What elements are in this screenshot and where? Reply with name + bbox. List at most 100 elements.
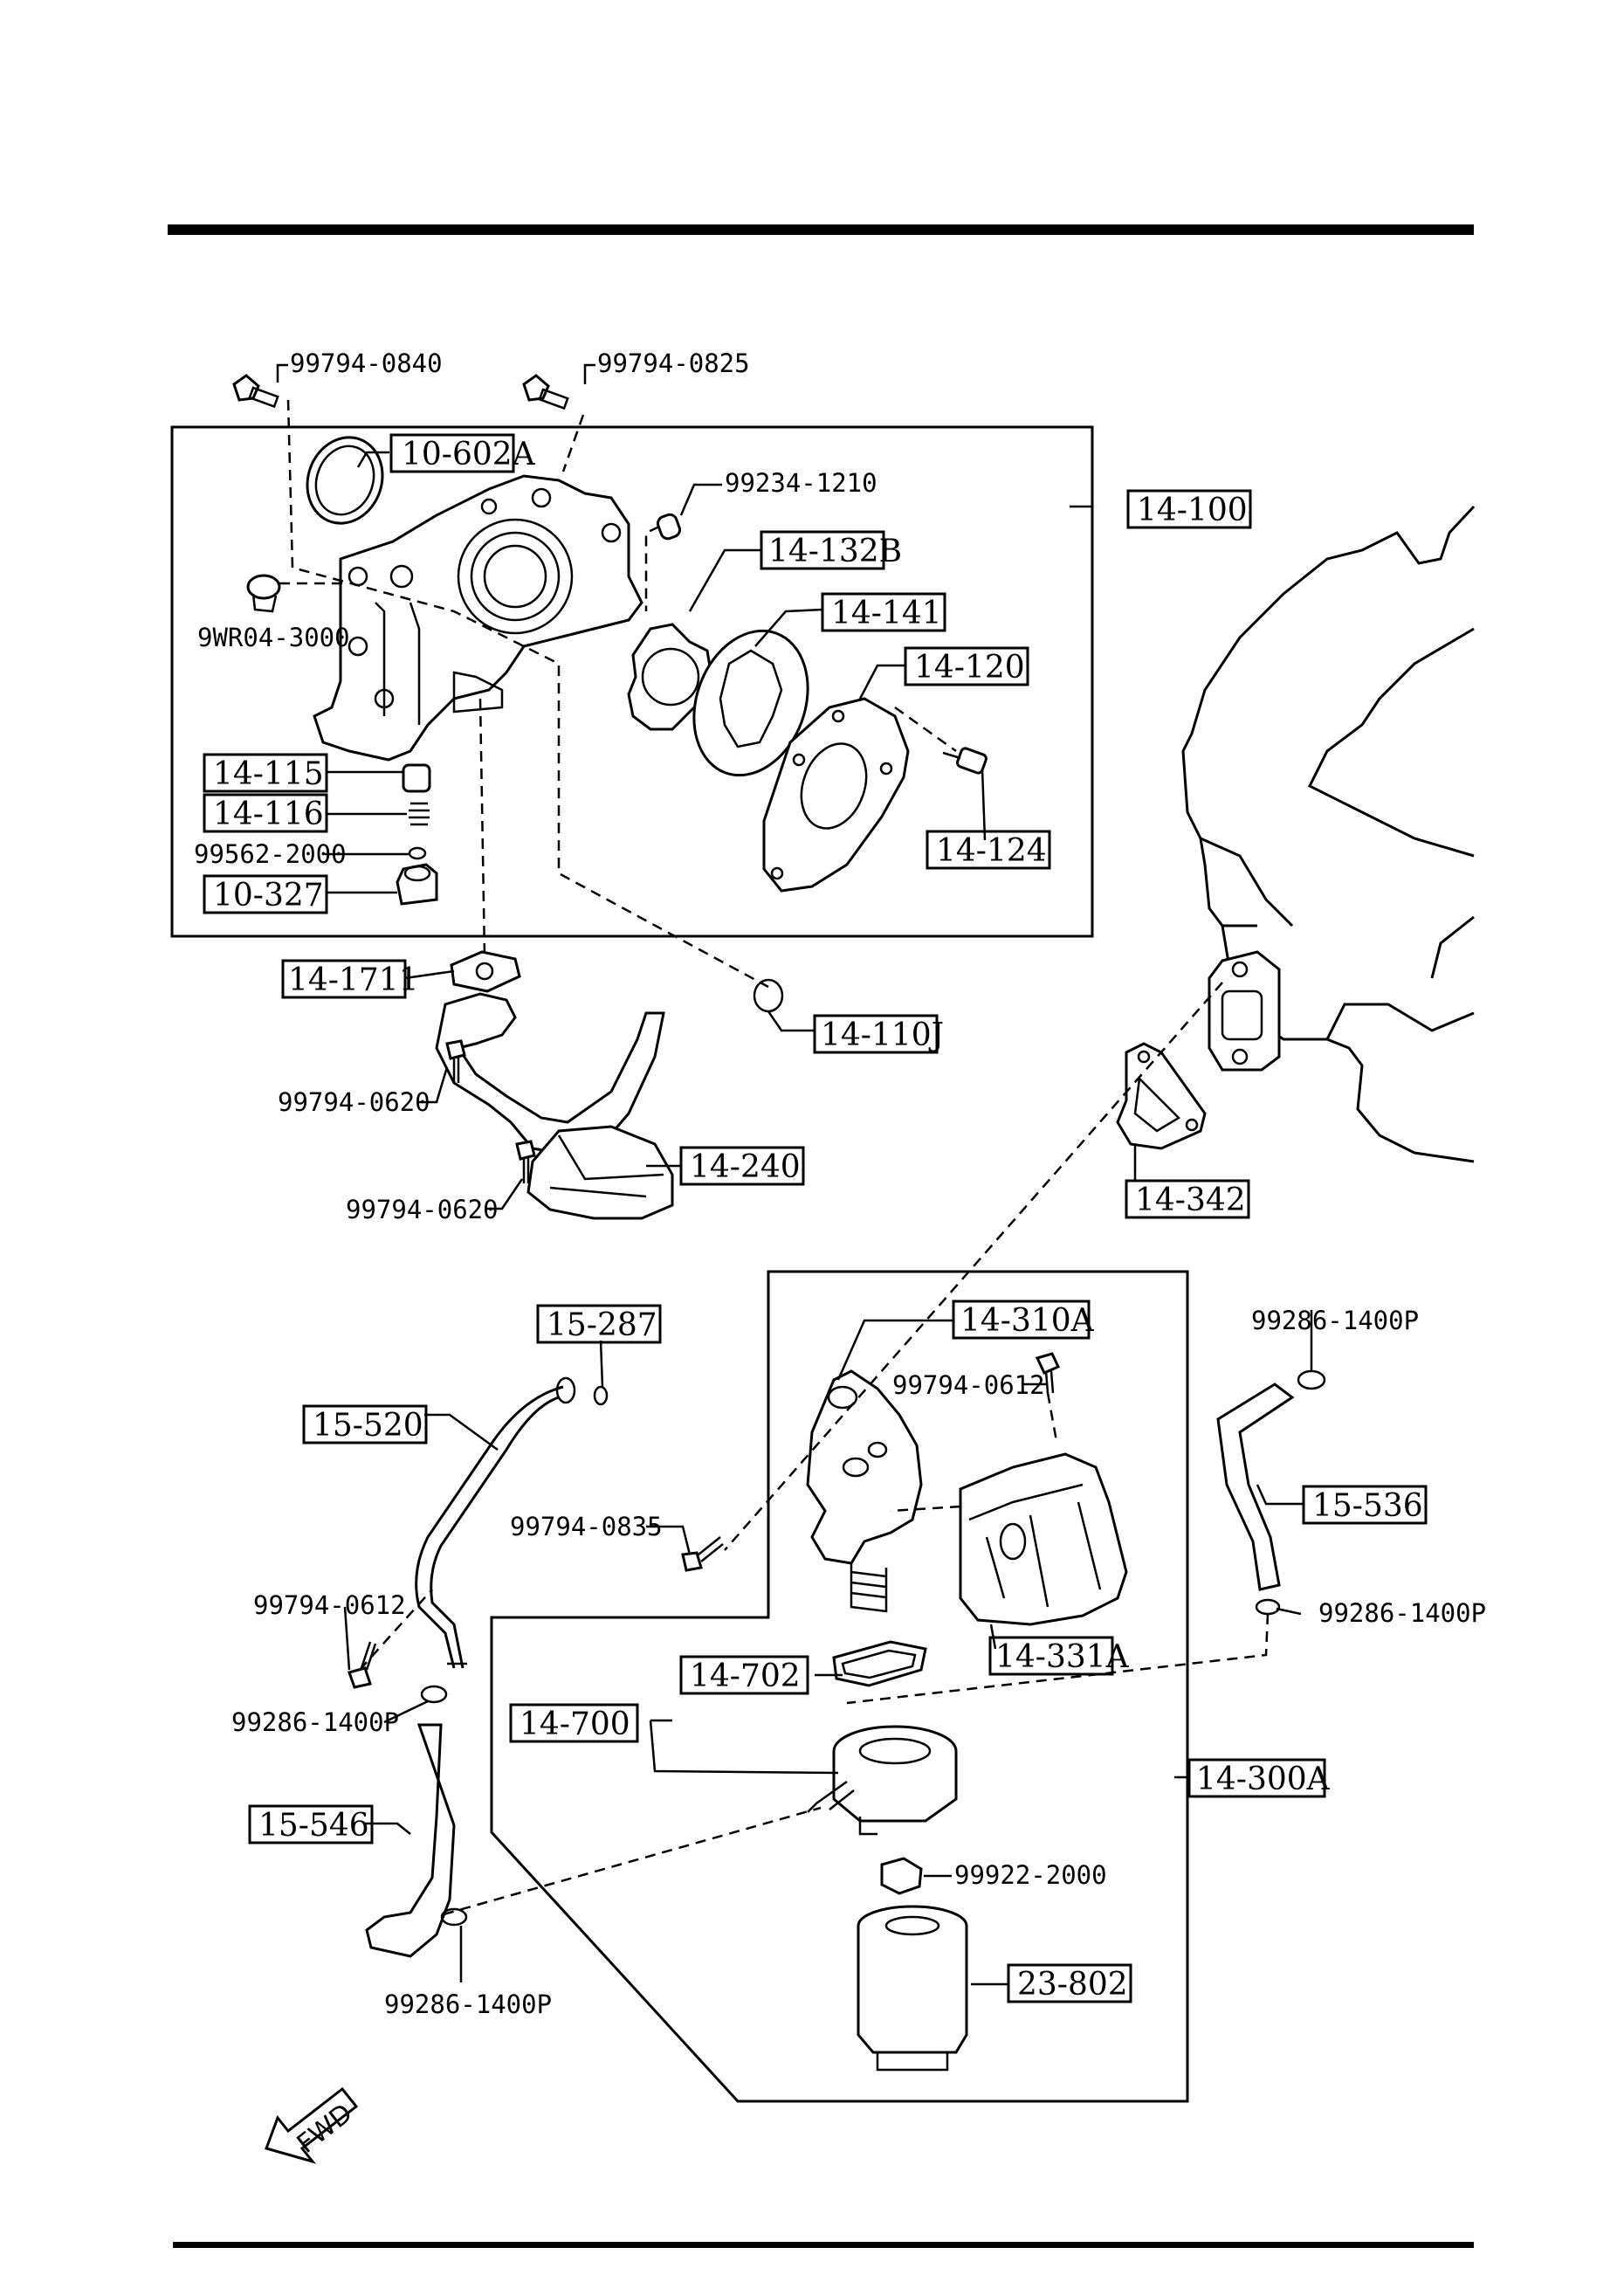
box-15-536-text: 15-536 (1312, 1488, 1423, 1524)
o-ring-14-110J (753, 978, 784, 1013)
bolt-99794-0825 (522, 374, 569, 410)
box-14-1711: 14-1711 (281, 959, 419, 999)
bolt-99794-0835 (681, 1536, 724, 1572)
code-99794-0620-a: 99794-0620 (278, 1087, 430, 1117)
o-ring-99562-2000 (408, 846, 427, 860)
code-99922-2000: 99922-2000 (954, 1860, 1107, 1890)
clamp-99286-1400P-top (1297, 1369, 1326, 1390)
oil-seal (306, 436, 384, 525)
box-15-536: 15-536 (1302, 1485, 1428, 1525)
box-15-546: 15-546 (248, 1804, 374, 1844)
box-14-100: 14-100 (1126, 489, 1252, 529)
pin-99234-1210 (656, 513, 682, 541)
box-14-124: 14-124 (926, 830, 1051, 870)
code-99794-0835: 99794-0835 (510, 1512, 663, 1541)
box-14-310A: 14-310A (952, 1300, 1095, 1340)
oil-filter-body (806, 1369, 923, 1613)
relief-plunger (402, 763, 431, 793)
box-14-331A: 14-331A (988, 1636, 1130, 1676)
box-14-342-text: 14-342 (1135, 1182, 1246, 1218)
box-14-132B: 14-132B (760, 530, 902, 570)
code-99794-0825: 99794-0825 (597, 348, 750, 378)
box-14-100-text: 14-100 (1137, 493, 1248, 528)
o-ring-15-287 (593, 1385, 609, 1406)
box-14-331A-text: 14-331A (995, 1639, 1130, 1675)
box-15-546-text: 15-546 (258, 1808, 369, 1844)
outer-rotor (627, 623, 713, 731)
code-99794-0840: 99794-0840 (290, 348, 443, 378)
oil-filter-cover (959, 1452, 1128, 1626)
box-14-702: 14-702 (679, 1655, 809, 1695)
box-14-110J: 14-110J (813, 1014, 944, 1054)
bolt-99794-0612-hose (348, 1641, 377, 1689)
hose-15-546 (365, 1723, 456, 1958)
box-14-116: 14-116 (203, 793, 328, 833)
strainer-gasket (450, 950, 521, 993)
top-rule (168, 224, 1474, 235)
leader-lines (276, 363, 1313, 1986)
box-14-120-text: 14-120 (914, 650, 1025, 686)
hose-15-520 (415, 1376, 576, 1669)
relief-spring (409, 802, 430, 826)
oil-cooler (807, 1725, 958, 1836)
code-99562-2000: 99562-2000 (194, 839, 347, 869)
clamp-99286-1400P-bottom (440, 1907, 468, 1927)
box-14-132B-text: 14-132B (768, 534, 902, 569)
box-10-602A: 10-602A (389, 433, 536, 473)
engine-block-outline (1181, 505, 1476, 1163)
code-99794-0612-hose: 99794-0612 (253, 1590, 406, 1620)
engine-oil-cooler-mount (1208, 950, 1281, 1072)
cooler-gasket (1116, 1042, 1207, 1150)
oil-pump-assembly-frame (170, 425, 1094, 938)
code-99286-1400P-right: 99286-1400P (1318, 1598, 1486, 1628)
oil-pump-housing (313, 474, 643, 762)
box-10-327: 10-327 (203, 874, 328, 914)
box-14-700: 14-700 (509, 1703, 639, 1743)
bottom-rule (173, 2242, 1474, 2248)
bolt-99794-0840 (232, 374, 279, 409)
code-99234-1210: 99234-1210 (725, 468, 877, 498)
box-15-520: 15-520 (302, 1404, 428, 1444)
box-14-120: 14-120 (904, 646, 1029, 686)
oil-cooler-assembly-frame (490, 1270, 1189, 2103)
code-99794-0612-cover: 99794-0612 (892, 1370, 1045, 1400)
box-14-310A-text: 14-310A (960, 1303, 1095, 1339)
bolt-99794-0620-b (515, 1140, 536, 1183)
box-14-240: 14-240 (679, 1146, 805, 1186)
box-14-141-text: 14-141 (831, 596, 942, 631)
box-14-141: 14-141 (821, 592, 946, 632)
bolt-99794-0620-a (445, 1039, 466, 1083)
clamp-99286-1400P-right (1255, 1598, 1281, 1616)
box-14-115: 14-115 (203, 753, 328, 793)
box-14-110J-text: 14-110J (821, 1017, 944, 1053)
dashed-connections (279, 399, 1270, 1916)
oil-filter (857, 1905, 968, 2072)
box-23-802-text: 23-802 (1017, 1967, 1128, 2003)
clamp-99286-1400P-left (420, 1685, 448, 1704)
box-14-115-text: 14-115 (213, 756, 324, 792)
bolt-99794-0612-cover (1035, 1352, 1061, 1394)
box-14-700-text: 14-700 (520, 1706, 630, 1742)
screw-14-124 (942, 747, 987, 775)
box-10-327-text: 10-327 (213, 878, 324, 914)
box-14-1711-text: 14-1711 (288, 962, 419, 998)
box-23-802: 23-802 (1007, 1963, 1132, 2003)
plug-9WR04-3000 (246, 574, 281, 613)
box-15-287: 15-287 (536, 1304, 662, 1344)
pump-cover (762, 697, 910, 893)
hose-15-536 (1216, 1382, 1295, 1591)
code-9WR04-3000: 9WR04-3000 (197, 623, 350, 652)
box-14-116-text: 14-116 (213, 796, 324, 832)
fwd-label: FWD (292, 2098, 359, 2160)
nut-99922-2000 (880, 1857, 923, 1895)
code-99286-1400P-bottom: 99286-1400P (384, 1989, 552, 2019)
box-14-342: 14-342 (1125, 1179, 1250, 1219)
code-99286-1400P-top: 99286-1400P (1251, 1306, 1419, 1335)
box-14-240-text: 14-240 (690, 1149, 801, 1185)
plug-10-327 (396, 863, 438, 906)
box-10-602A-text: 10-602A (402, 437, 536, 472)
box-14-300A-text: 14-300A (1196, 1762, 1331, 1797)
code-99794-0620-b: 99794-0620 (346, 1195, 499, 1224)
box-15-287-text: 15-287 (547, 1307, 657, 1343)
